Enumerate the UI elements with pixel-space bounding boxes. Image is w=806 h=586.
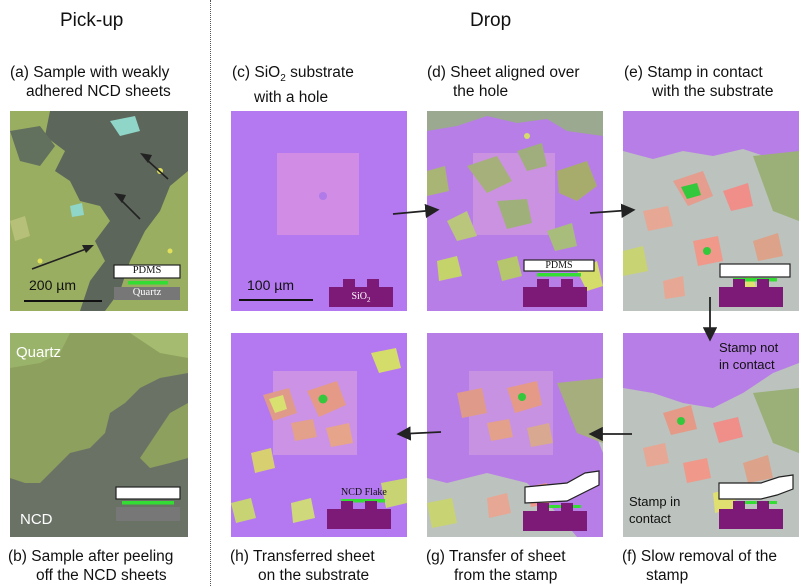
panel-d-micrograph: PDMS <box>427 111 603 311</box>
caption-h: (h) Transferred sheet on the substrate <box>230 548 375 584</box>
panel-a-micrograph: 200 µm PDMS Quartz <box>10 111 188 311</box>
quartz-label: Quartz <box>132 287 162 298</box>
ncd-region-label: NCD <box>20 511 53 528</box>
scale-bar-100-label: 100 µm <box>247 277 294 293</box>
pdms-label: PDMS <box>132 265 162 276</box>
caption-b: (b) Sample after peeling off the NCD she… <box>8 548 174 584</box>
caption-f: (f) Slow removal of the stamp <box>622 548 778 584</box>
caption-d: (d) Sheet aligned over the hole <box>427 64 580 100</box>
stamp-not-in-contact-label: Stamp not in contact <box>719 340 779 372</box>
stamp-in-contact-label: Stamp in contact <box>629 494 681 526</box>
pickup-heading: Pick-up <box>60 10 124 31</box>
ncd-flake-label: NCD Flake <box>341 487 387 498</box>
panel-h-micrograph: NCD Flake <box>231 333 407 537</box>
panel-c-micrograph: 100 µm SiO2 <box>231 111 407 311</box>
quartz-region-label: Quartz <box>16 344 62 361</box>
caption-a: (a) Sample with weakly adhered NCD sheet… <box>10 64 171 100</box>
section-divider <box>210 0 211 586</box>
scale-bar-200-label: 200 µm <box>29 277 76 293</box>
caption-e: (e) Stamp in contact with the substrate <box>624 64 774 100</box>
panel-g-micrograph <box>427 333 603 537</box>
drop-heading: Drop <box>470 10 512 31</box>
arrow-icon <box>31 248 87 270</box>
panel-b-micrograph: Quartz NCD <box>10 333 188 537</box>
panel-e-micrograph <box>623 111 799 311</box>
caption-g: (g) Transfer of sheet from the stamp <box>426 548 566 584</box>
caption-c: (c) SiO2 substrate with a hole <box>232 64 354 107</box>
panel-f-micrograph: Stamp not in contact Stamp in contact <box>623 333 799 537</box>
sio2-label: SiO2 <box>351 291 371 304</box>
pdms-label-d: PDMS <box>545 260 573 271</box>
